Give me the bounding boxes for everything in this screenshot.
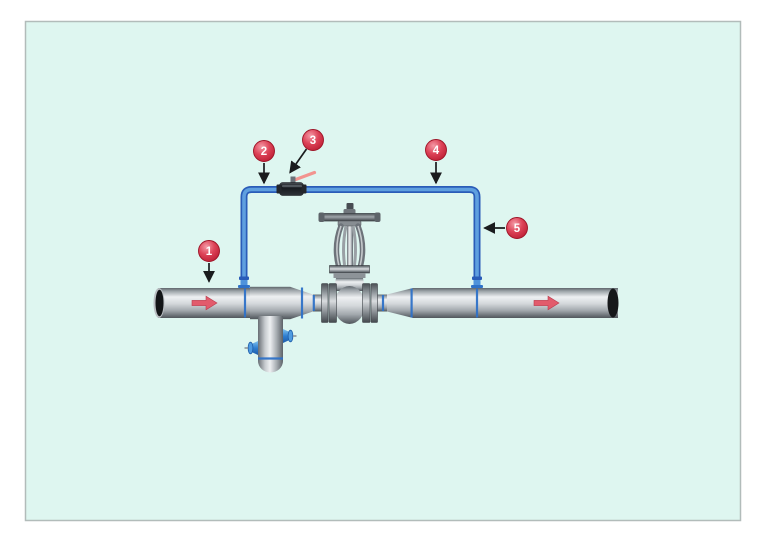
stem-nut: [346, 203, 354, 210]
callout-2: 2: [253, 140, 275, 185]
callout-5-number: 5: [514, 223, 521, 235]
ball-valve-highlight: [282, 185, 302, 188]
callout-5: 5: [483, 217, 528, 239]
drain-pot-cap: [258, 358, 283, 373]
yoke-leg-right-highlight: [357, 225, 363, 267]
upstream-pipe-opening: [155, 289, 164, 317]
main-pipework: [153, 286, 619, 320]
bonnet-flange: [329, 265, 370, 274]
valve-stem: [347, 205, 353, 267]
isolation-ball-valve: [276, 170, 317, 196]
diagram-panel: [24, 20, 742, 522]
drain-nozzle-right: [283, 329, 297, 343]
handwheel-cap-left: [318, 212, 325, 222]
drain-nozzle-left: [244, 341, 258, 355]
separator-body: [250, 286, 290, 320]
callout-1-number: 1: [206, 246, 213, 258]
handwheel-hub: [343, 209, 356, 215]
yoke-inner-right: [351, 225, 357, 266]
nozzle-flange: [247, 341, 254, 355]
callout-1: 1: [198, 240, 220, 283]
valve-inlet-neck: [313, 294, 323, 312]
downstream-pipe-opening: [607, 288, 619, 318]
tap-stub: [240, 280, 248, 286]
bonnet-step: [333, 273, 366, 278]
handwheel-cap-right: [374, 212, 381, 222]
callout-2-number: 2: [261, 146, 267, 158]
downstream-pipe: [413, 288, 618, 318]
impulse-tap-downstream: [471, 276, 483, 288]
separator-drain-pot: [244, 316, 297, 373]
expander-downstream: [387, 288, 413, 318]
callout-4-marker[interactable]: [425, 139, 447, 161]
inlet-flange-a: [321, 283, 329, 323]
inlet-flange-b: [328, 283, 337, 323]
tap-weld: [471, 285, 483, 288]
ball-valve-lever: [291, 170, 317, 183]
drain-pot-body: [258, 316, 283, 361]
ball-valve-end-right: [301, 184, 307, 194]
callout-3-arrow: [289, 148, 308, 174]
flow-arrow-upstream: [191, 295, 218, 311]
callout-3-marker[interactable]: [302, 129, 324, 151]
callout-4-number: 4: [433, 145, 440, 157]
outlet-flange-b: [370, 283, 378, 323]
tap-stub: [473, 280, 481, 286]
yoke-top-plate: [337, 220, 362, 227]
nozzle-flange: [287, 329, 294, 343]
ball-valve-body: [279, 182, 304, 196]
tap-weld: [238, 285, 250, 288]
ball-valve-stem: [290, 176, 296, 184]
nozzle-cone: [251, 341, 258, 355]
callout-4: 4: [425, 139, 447, 185]
nozzle-cone: [283, 329, 290, 343]
yoke-leg-left-highlight: [336, 225, 342, 267]
ball-valve-end-left: [276, 184, 282, 194]
callout-5-marker[interactable]: [506, 217, 528, 239]
outlet-flange-a: [362, 283, 371, 323]
yoke-inner-left: [342, 225, 348, 266]
sensing-line-inner: [242, 187, 479, 287]
tap-collar: [472, 276, 482, 280]
impulse-tap-upstream: [238, 276, 250, 288]
callout-2-marker[interactable]: [253, 140, 275, 162]
control-valve: [318, 203, 381, 324]
callout-3-number: 3: [310, 135, 316, 147]
valve-body: [334, 286, 365, 324]
tap-collar: [239, 276, 249, 280]
pressure-sensing-line: [240, 186, 481, 287]
bonnet-neck: [333, 278, 366, 291]
callout-3: 3: [289, 129, 324, 174]
flow-arrow-downstream: [533, 295, 560, 311]
handwheel: [319, 213, 380, 222]
callout-1-marker[interactable]: [198, 240, 220, 262]
